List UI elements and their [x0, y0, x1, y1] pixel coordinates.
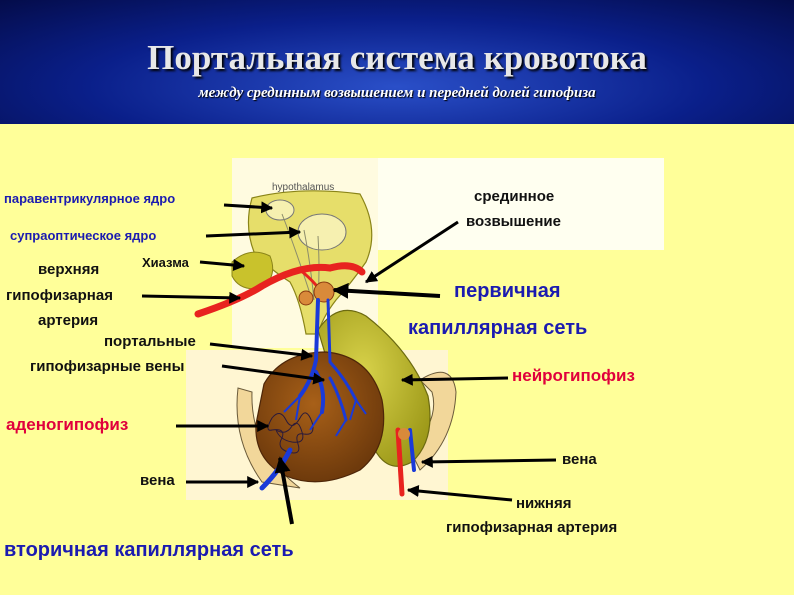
arrow-inferior-artery: [406, 485, 513, 502]
label-vein-left: вена: [140, 472, 175, 489]
arrow-neurohypophysis: [400, 373, 509, 386]
label-superior-2: гипофизарная: [6, 287, 113, 304]
label-vein-right: вена: [562, 451, 597, 468]
label-superior-3: артерия: [38, 312, 99, 329]
page-subtitle: между срединным возвышением и передней д…: [198, 85, 596, 101]
label-inferior-1: нижняя: [516, 495, 572, 512]
label-neurohypophysis: нейрогипофиз: [512, 366, 635, 385]
arrow-portal-veins-2: [221, 364, 326, 385]
arrow-supraoptic: [205, 226, 302, 239]
inferior-hypophyseal-artery: [395, 427, 405, 497]
arrow-paraventricular: [223, 201, 274, 214]
portal-vein-2: [326, 298, 358, 422]
label-portal-1: портальные: [104, 333, 196, 350]
inferior-artery-knot: [398, 428, 410, 440]
label-inferior-2: гипофизарная артерия: [446, 519, 618, 536]
bone-outline: [236, 387, 301, 489]
label-secondary-net: вторичная капиллярная сеть: [4, 539, 294, 561]
arrow-median-eminence: [364, 220, 459, 284]
label-superior-1: верхняя: [38, 261, 100, 278]
label-primary-2: капиллярная сеть: [408, 317, 588, 339]
arrow-superior-artery: [141, 291, 242, 304]
paraventricular-nucleus: [265, 199, 295, 221]
arrow-portal-veins: [209, 342, 314, 361]
label-supraoptic: супраоптическое ядро: [10, 228, 157, 243]
secondary-capillary-net-2: [275, 422, 304, 443]
arrow-vein-right: [420, 455, 557, 468]
neuro-drainage-vein: [408, 428, 416, 472]
supraoptic-nucleus: [297, 213, 347, 251]
label-paraventricular: паравентрикулярное ядро: [4, 191, 176, 206]
label-portal-2: гипофизарные вены: [30, 358, 185, 375]
arrow-secondary-net: [274, 456, 294, 525]
hypothalamus-caption: hypothalamus: [272, 182, 334, 193]
portal-vein-branches: [283, 395, 367, 437]
image-panel-right: [378, 158, 664, 250]
page-title: Портальная система кровотока: [147, 38, 647, 77]
primary-capillary-knot-2: [298, 290, 314, 306]
label-adenohypophysis: аденогипофиз: [6, 415, 129, 434]
label-median-2: возвышение: [466, 213, 561, 230]
title-banner: Портальная система кровотока между среди…: [0, 0, 794, 124]
label-primary-1: первичная: [454, 280, 561, 302]
label-chiasm: Хиазма: [142, 255, 189, 270]
arrow-chiasm: [199, 259, 246, 271]
arrow-primary-net: [332, 282, 441, 299]
label-median-1: срединное: [474, 188, 555, 205]
